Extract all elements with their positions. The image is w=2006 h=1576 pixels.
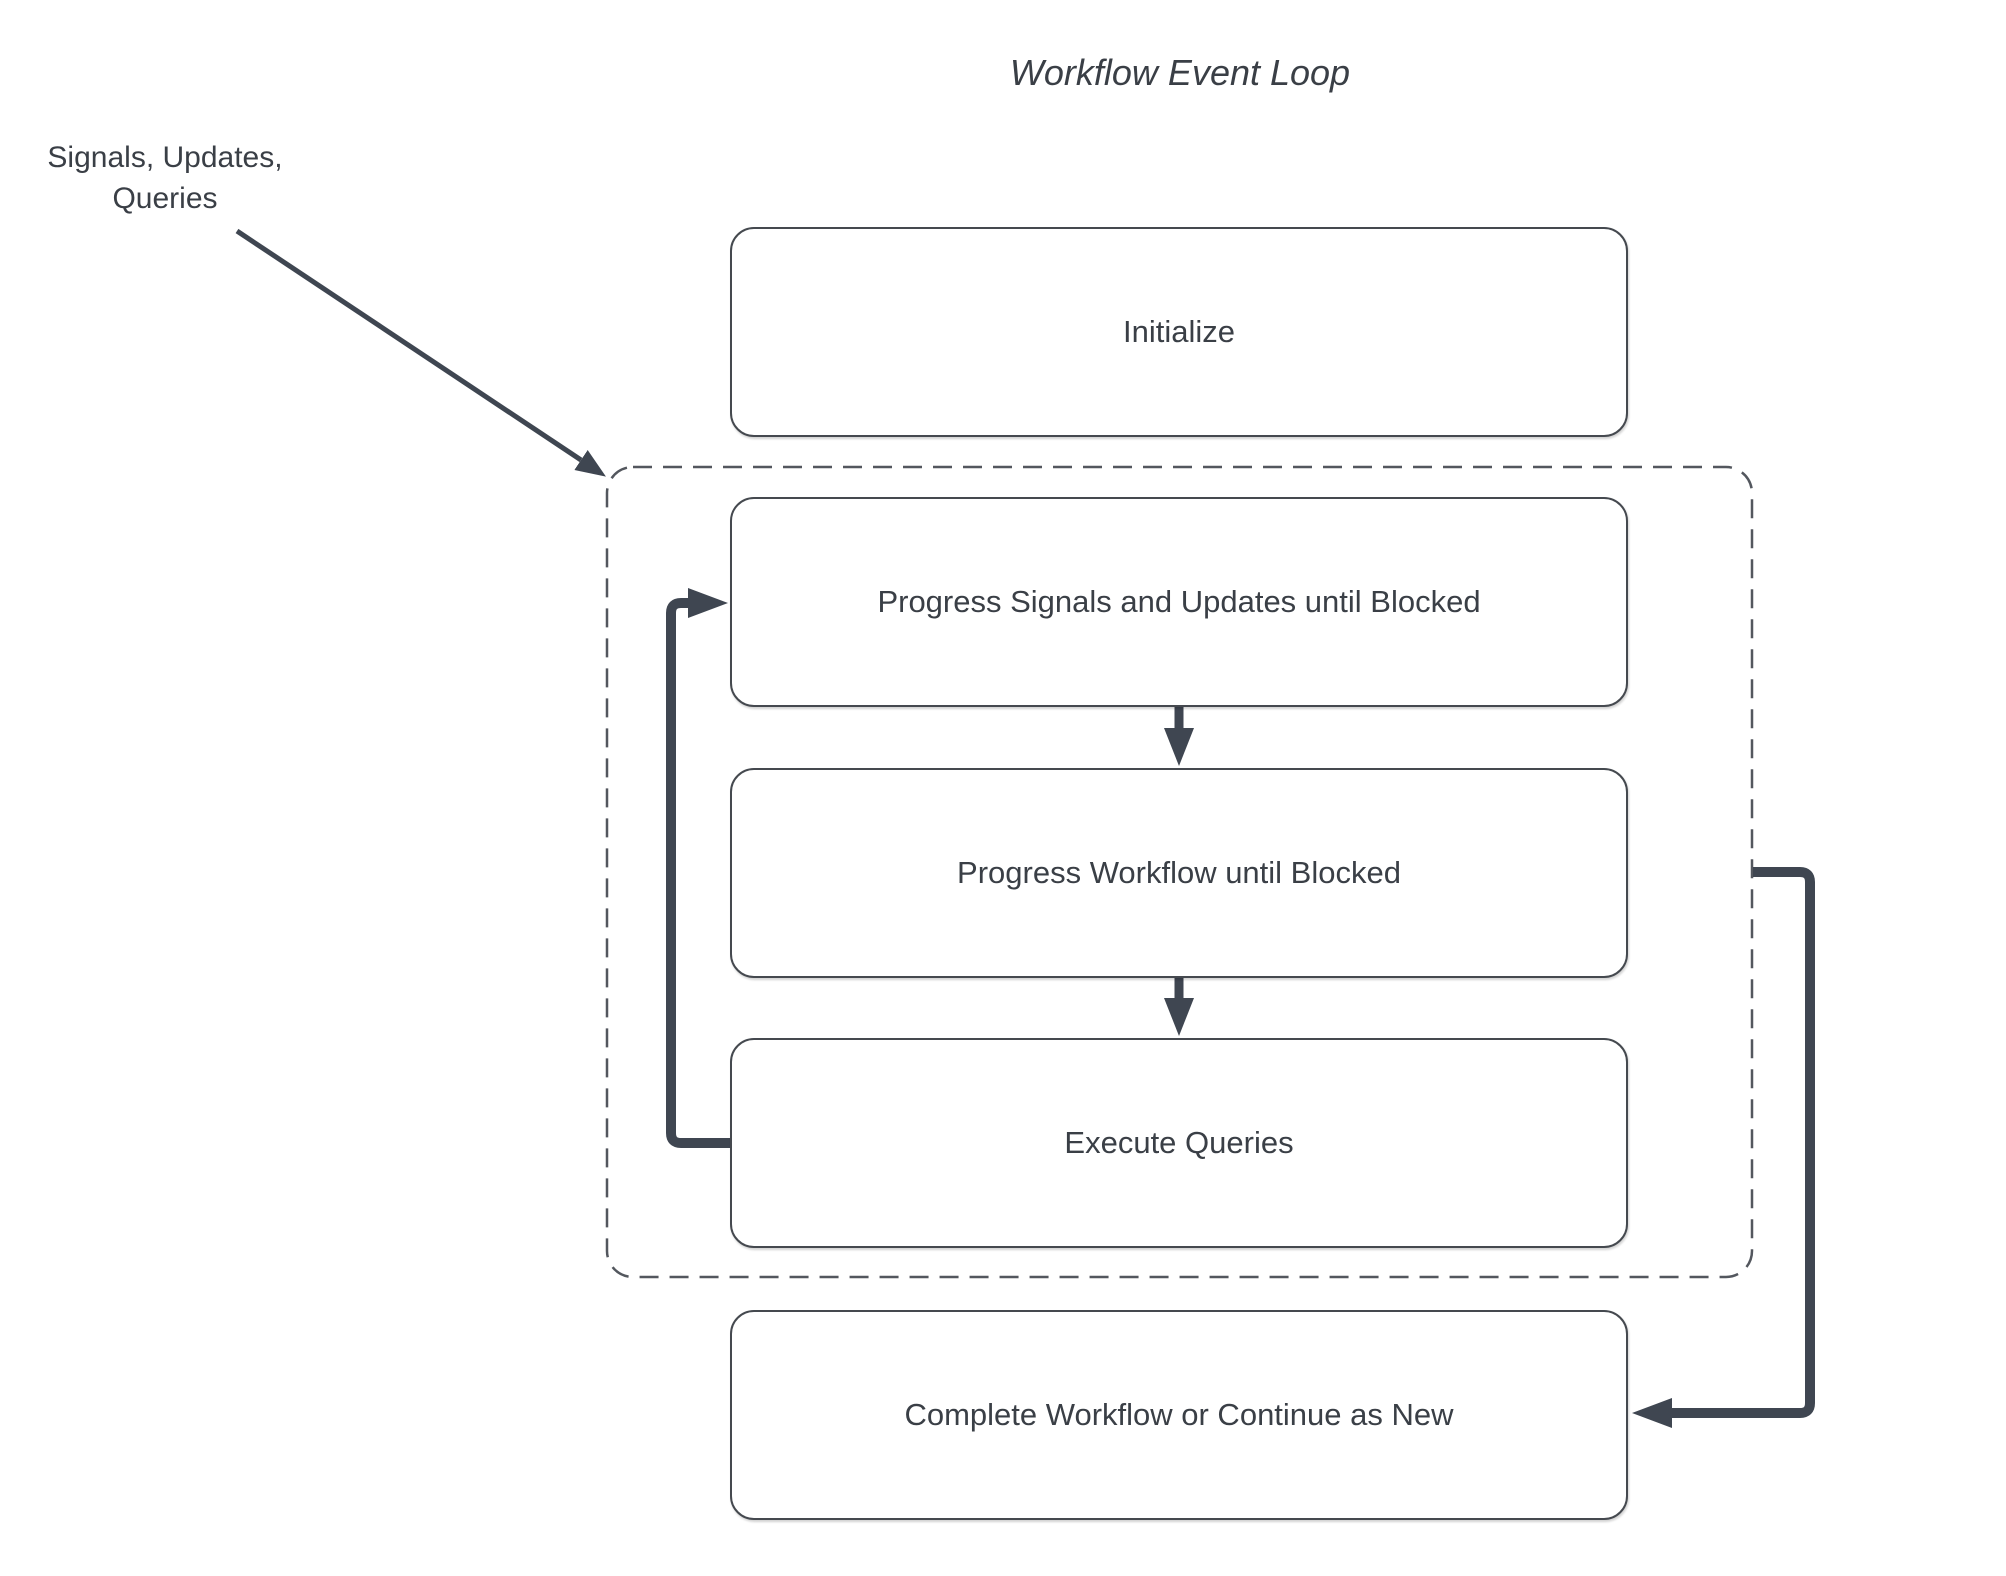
loop-back-arrow: [666, 588, 730, 1148]
signals-input-arrow: [235, 228, 606, 477]
continue-arrow: [1632, 867, 1815, 1428]
node-progress-workflow-label: Progress Workflow until Blocked: [957, 855, 1401, 890]
diagram-title: Workflow Event Loop: [1009, 52, 1351, 93]
node-execute-queries-label: Execute Queries: [1064, 1125, 1294, 1160]
node-progress-signals: Progress Signals and Updates until Block…: [730, 497, 1628, 707]
node-execute-queries: Execute Queries: [730, 1038, 1628, 1248]
node-progress-workflow: Progress Workflow until Blocked: [730, 768, 1628, 978]
signals-updates-queries-label: Signals, Updates, Queries: [47, 141, 283, 215]
node-progress-signals-label: Progress Signals and Updates until Block…: [877, 584, 1481, 619]
node-complete-label: Complete Workflow or Continue as New: [904, 1397, 1454, 1432]
node-complete: Complete Workflow or Continue as New: [730, 1310, 1628, 1520]
node-initialize: Initialize: [730, 227, 1628, 437]
node-initialize-label: Initialize: [1123, 314, 1235, 349]
